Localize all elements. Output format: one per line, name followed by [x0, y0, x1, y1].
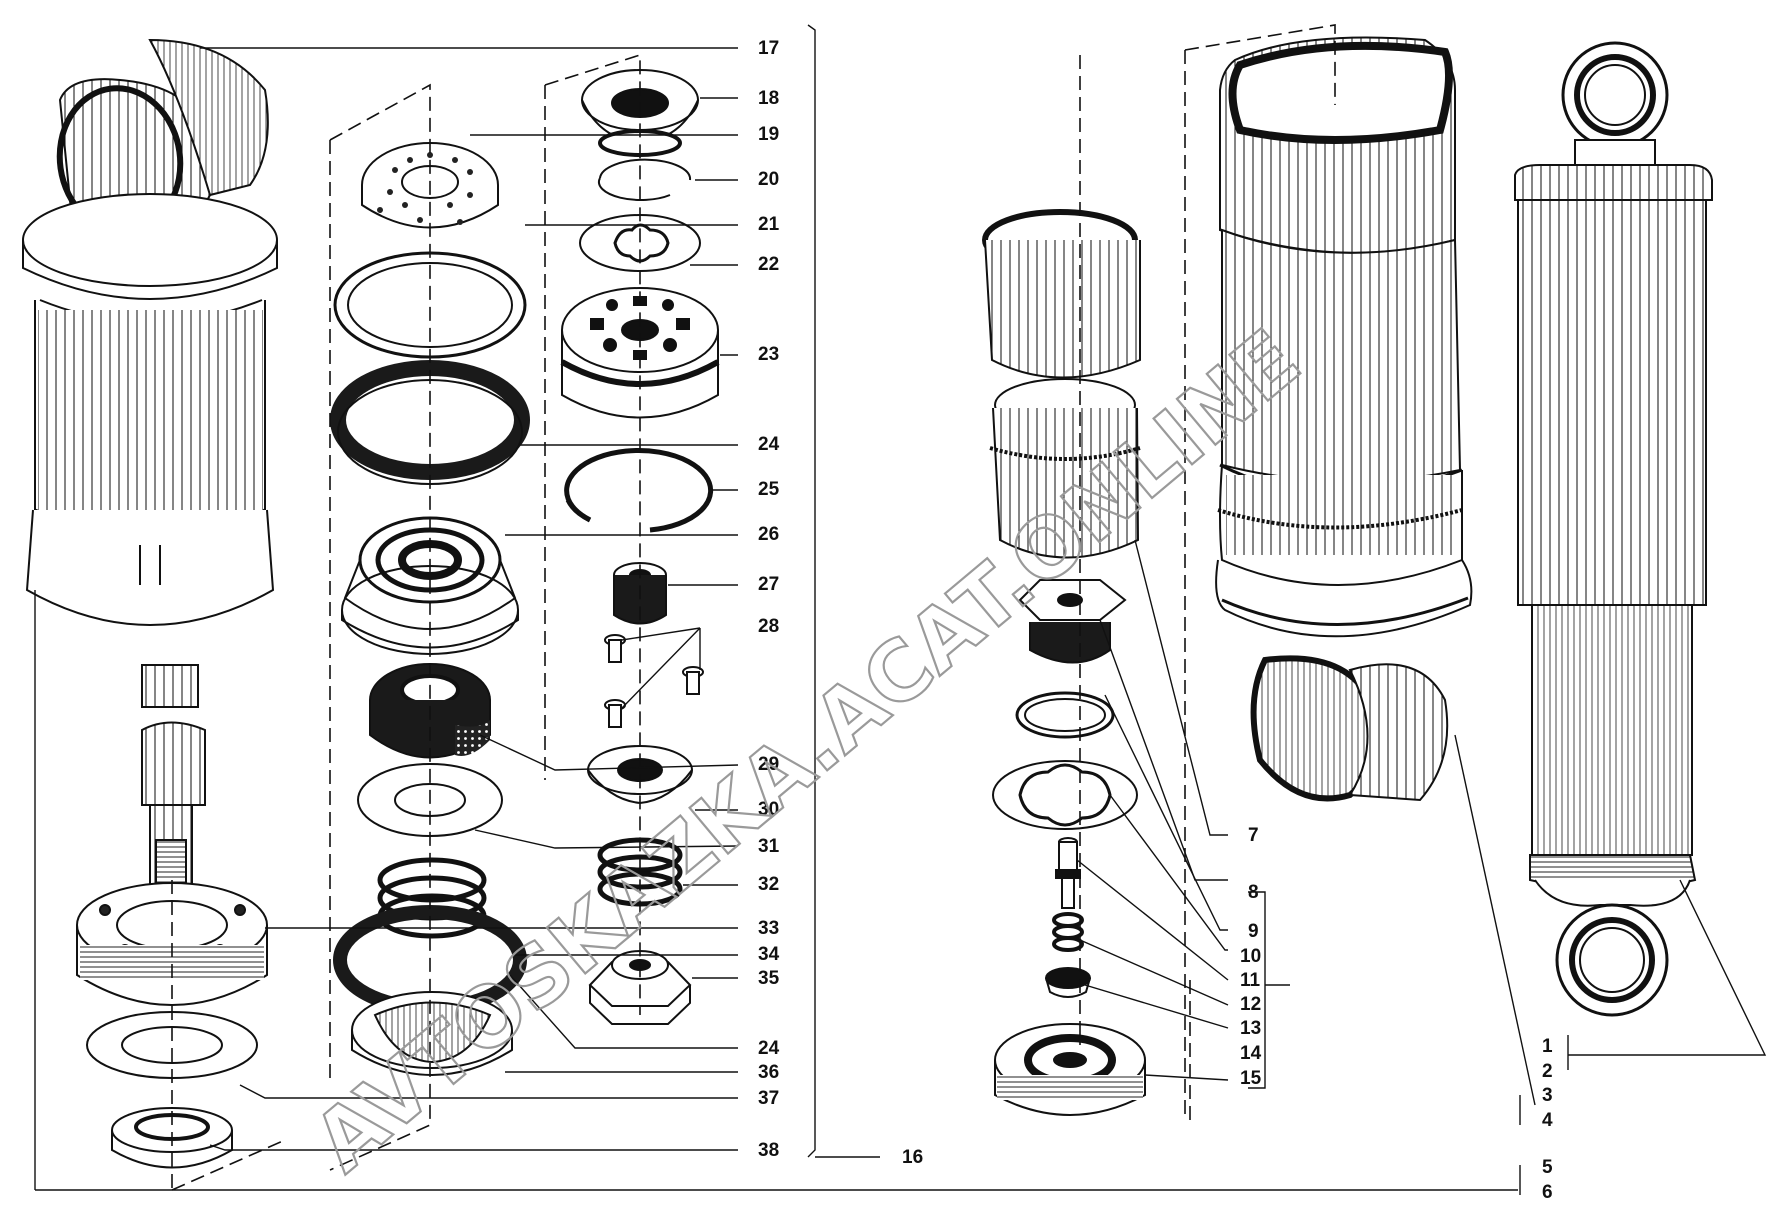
callout-labels: 17 18 19 20 21 22 23 24 25 26 27 28 29 3…: [758, 38, 1553, 1203]
callout-17: 17: [758, 38, 779, 59]
callout-36: 36: [758, 1062, 779, 1083]
callout-2: 2: [1542, 1061, 1553, 1082]
callout-11: 11: [1240, 970, 1261, 991]
callout-29: 29: [758, 754, 779, 775]
callout-27: 27: [758, 574, 779, 595]
callout-9: 9: [1248, 921, 1259, 942]
callout-31: 31: [758, 836, 780, 857]
callout-21: 21: [758, 214, 780, 235]
callout-8: 8: [1248, 882, 1259, 903]
explode-axes: [171, 24, 1336, 1191]
callout-20: 20: [758, 169, 779, 190]
callout-18: 18: [758, 88, 779, 109]
callout-7: 7: [1248, 825, 1259, 846]
complete-damper: [1514, 41, 1713, 1017]
callout-32: 32: [758, 874, 779, 895]
callout-14: 14: [1240, 1043, 1262, 1064]
callout-28: 28: [758, 616, 779, 637]
callout-4: 4: [1542, 1110, 1553, 1131]
callout-38: 38: [758, 1140, 779, 1161]
callout-30: 30: [758, 799, 779, 820]
callout-37: 37: [758, 1088, 779, 1109]
callout-12: 12: [1240, 994, 1261, 1015]
callout-34: 34: [758, 944, 780, 965]
callout-10: 10: [1240, 946, 1261, 967]
callout-19: 19: [758, 124, 779, 145]
callout-22: 22: [758, 254, 779, 275]
callout-5: 5: [1542, 1157, 1553, 1178]
callout-24b: 24: [758, 1038, 780, 1059]
callout-23: 23: [758, 344, 779, 365]
callout-1: 1: [1542, 1036, 1553, 1057]
callout-26: 26: [758, 524, 779, 545]
outer-tube-assembly: [1215, 36, 1473, 802]
callout-24a: 24: [758, 434, 780, 455]
callout-35: 35: [758, 968, 780, 989]
callout-15: 15: [1240, 1068, 1262, 1089]
callout-6: 6: [1542, 1182, 1553, 1203]
leader-lines: [34, 24, 1767, 1195]
callout-3: 3: [1542, 1085, 1553, 1106]
right-center-stack: [982, 209, 1146, 1116]
callout-25: 25: [758, 479, 780, 500]
callout-13: 13: [1240, 1018, 1261, 1039]
callout-16: 16: [902, 1147, 923, 1168]
center-right-stack: [560, 69, 720, 1025]
left-damper-assembly: [22, 38, 278, 1169]
callout-33: 33: [758, 918, 779, 939]
